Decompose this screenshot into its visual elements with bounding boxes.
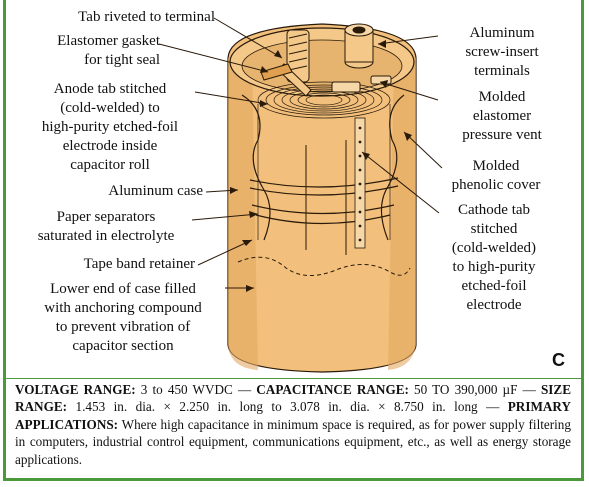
- primary-applications-value: Where high capacitance in minimum space …: [15, 416, 571, 467]
- case-retainer-lines: [241, 94, 405, 241]
- specifications-text: VOLTAGE RANGE: 3 to 450 WVDC — CAPACITAN…: [15, 381, 571, 468]
- label-anode-tab: Anode tab stitched (cold-welded) to high…: [41, 81, 179, 173]
- figure-panel: Tab riveted to terminal Elastomer gasket…: [6, 0, 581, 376]
- label-lower-end: Lower end of case filled with anchoring …: [44, 281, 202, 354]
- label-aluminum-case: Aluminum case: [108, 183, 203, 199]
- size-range-value: 1.453 in. dia. × 2.250 in. long to 3.078…: [67, 399, 508, 415]
- label-tape-band: Tape band retainer: [83, 256, 195, 272]
- screw-insert-terminal: [344, 23, 374, 69]
- capacitor-diagram: [158, 17, 443, 373]
- size-range-label: SIZE RANGE:: [15, 382, 571, 415]
- label-pressure-vent: Molded elastomer pressure vent: [462, 89, 542, 143]
- cathode-tab-strip: [354, 117, 366, 249]
- gasket: [260, 63, 293, 81]
- primary-applications-label: PRIMARY APPLICATIONS:: [15, 399, 571, 432]
- divider: [6, 378, 581, 379]
- label-screw-terminals: Aluminum screw-insert terminals: [465, 25, 539, 79]
- label-cathode-tab: Cathode tab stitched (cold-welded) to hi…: [451, 202, 537, 313]
- voltage-range-label: VOLTAGE RANGE:: [15, 382, 136, 397]
- voltage-range-value: 3 to 450 WVDC —: [135, 382, 257, 397]
- label-tab-riveted: Tab riveted to terminal: [78, 9, 215, 25]
- label-gasket: Elastomer gasket for tight seal: [57, 33, 160, 68]
- anchoring-compound-line: [237, 256, 411, 276]
- panel-letter: C: [552, 350, 565, 370]
- label-phenolic-cover: Molded phenolic cover: [451, 158, 541, 193]
- capacitance-range-value: 50 TO 390,000 µF —: [408, 382, 541, 397]
- capacitance-range-label: CAPACITANCE RANGE:: [256, 382, 409, 397]
- arrowheads: [230, 40, 412, 292]
- label-paper-separators: Paper separators saturated in electrolyt…: [37, 209, 175, 244]
